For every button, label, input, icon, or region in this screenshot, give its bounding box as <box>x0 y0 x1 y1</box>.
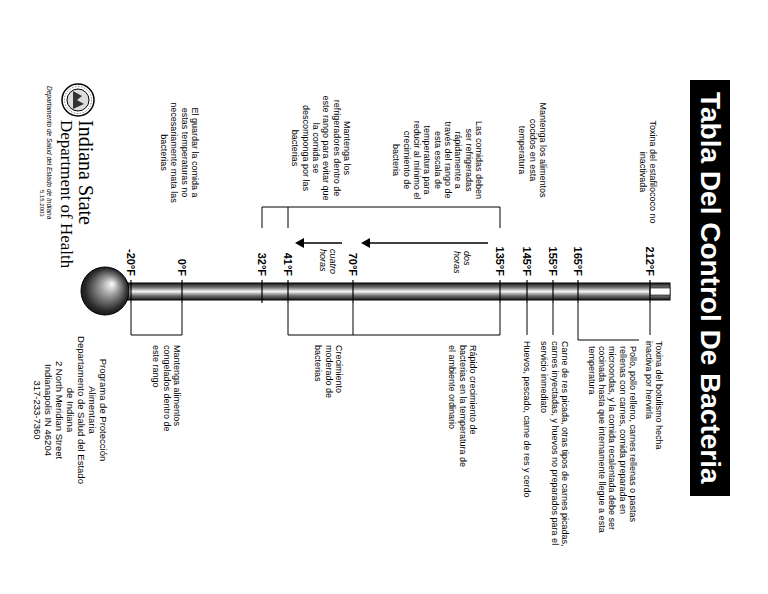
tick <box>649 280 650 303</box>
duration-label: cuatro horas <box>317 249 338 282</box>
address-line: Departamento de Salud del Estado de Indi… <box>64 335 86 485</box>
seal-emblem <box>73 91 84 109</box>
seal-ring <box>62 84 94 116</box>
address-line: 317-233-7360 <box>31 335 42 485</box>
temperature-label: 0°F <box>176 232 189 276</box>
tick <box>499 280 500 303</box>
arrow-line <box>369 242 488 244</box>
annotation: Toxina del estafilococo no inactivada <box>637 108 658 236</box>
tick <box>352 280 353 303</box>
annotation: Las comidas deben ser refrigeradas rápid… <box>391 118 484 202</box>
arrow-head <box>295 238 304 248</box>
annotation: Crecimiento moderado de bacterias <box>313 345 344 427</box>
annotation: Huevos, pescado, carne de res y cerdo <box>522 341 532 551</box>
leader-line <box>527 303 528 335</box>
state-seal <box>62 84 94 116</box>
seal-ring <box>67 89 89 111</box>
tick-marks <box>131 280 650 303</box>
tube-top <box>650 288 670 295</box>
thermometer-tube <box>120 283 670 300</box>
leader-line <box>650 303 651 335</box>
date-label: 5.15.2003 <box>38 190 45 240</box>
annotation: Mantenga los refrigeradores dentro de es… <box>290 95 352 201</box>
seal-ring <box>65 87 92 114</box>
leader-line <box>578 303 639 340</box>
bracket <box>288 303 500 335</box>
organization-name: Indiana State <box>75 120 97 270</box>
tick <box>181 280 182 303</box>
annotation: Mantenga los alimentos cocidos en esta t… <box>517 100 548 200</box>
thermometer-bulb <box>81 267 129 315</box>
title-band: Tabla Del Control De Bacteria <box>690 80 730 496</box>
temperature-label: 145°F <box>521 232 534 276</box>
tick <box>261 280 262 303</box>
bracket <box>262 207 500 228</box>
leader-line <box>553 303 554 335</box>
organization-name: Department of Health <box>56 120 75 295</box>
duration-label: dos horas <box>451 251 472 281</box>
annotation: Carne de res picada, otras tipos de carn… <box>539 341 570 556</box>
arrow-line <box>303 242 342 244</box>
annotation: Pollo, pollo relleno, carnes rellenas o … <box>586 346 638 542</box>
annotation: El guardar la comida a estas temperatura… <box>159 100 200 205</box>
address-line: Programa de Protección Alimentaria <box>86 335 108 485</box>
annotation: Toxina del botulismo hecha inactiva por … <box>643 341 664 469</box>
bracket <box>131 303 182 335</box>
address-line: Indianapolis IN 46204 <box>42 335 53 485</box>
address-line: 2 North Meridian Street <box>53 335 64 485</box>
tick <box>552 280 553 303</box>
temperature-label: 212°F <box>644 232 657 276</box>
tick <box>577 280 578 303</box>
temperature-label: -20°F <box>125 232 138 276</box>
organization-subtitle: Departamento de Salud del Estado de Indi… <box>46 86 53 276</box>
annotation: Rápido crecimiento de bacterias en la te… <box>447 345 478 470</box>
temperature-label: 70°F <box>347 232 360 276</box>
bracket <box>353 303 354 335</box>
annotation: Mantenga alimentos congelados dentro de … <box>151 345 182 447</box>
leader-lines <box>131 207 650 340</box>
temperature-label: 165°F <box>572 232 585 276</box>
tick <box>526 280 527 303</box>
temperature-label: 32°F <box>256 232 269 276</box>
temperature-label: 41°F <box>282 232 295 276</box>
temperature-label: 155°F <box>547 232 560 276</box>
temperature-label: 135°F <box>494 232 507 276</box>
tick <box>130 280 131 303</box>
tick <box>287 280 288 303</box>
bracket <box>288 207 289 228</box>
arrow-head <box>361 238 370 248</box>
